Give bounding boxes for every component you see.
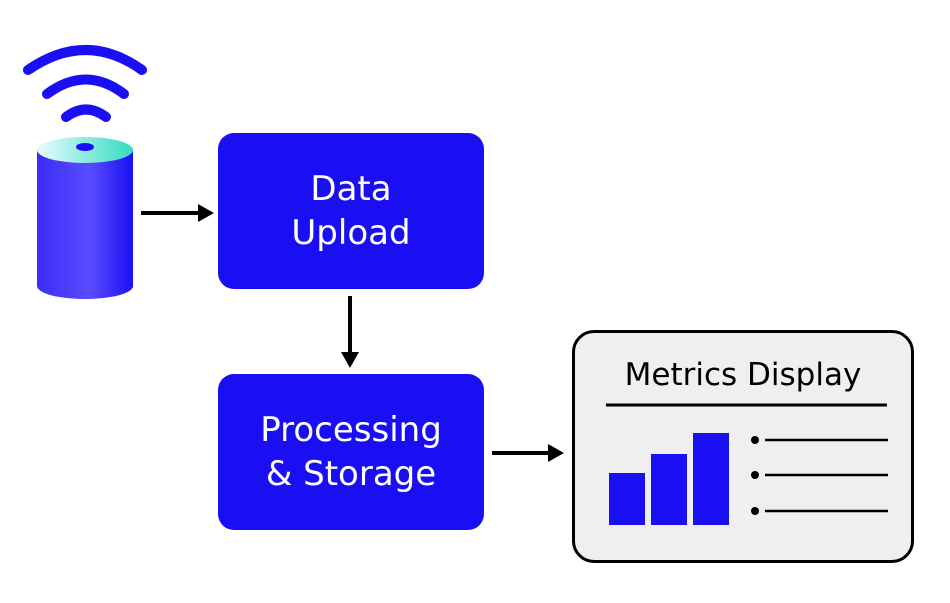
signal-arc-outer xyxy=(23,45,147,75)
list-bullet-1 xyxy=(751,436,759,444)
metrics-display-graphics xyxy=(606,403,888,525)
metrics-display-title: Metrics Display xyxy=(624,357,862,393)
metrics-display-panel: Metrics Display xyxy=(572,330,914,563)
chart-bar-3 xyxy=(693,433,729,525)
chart-bar-1 xyxy=(609,473,645,525)
signal-arc-inner xyxy=(61,104,111,122)
wifi-signal-icon xyxy=(23,45,147,122)
sensor-dot xyxy=(76,143,94,151)
arrow-sensor-to-upload xyxy=(141,204,214,222)
list-bullet-2 xyxy=(751,471,759,479)
data-upload-label-line-2: Upload xyxy=(291,213,411,253)
bullet-list-icon xyxy=(751,436,888,515)
bar-chart-icon xyxy=(609,433,729,525)
processing-label-line-2: & Storage xyxy=(265,454,437,494)
arrow-processing-to-display xyxy=(492,444,564,462)
list-bullet-3 xyxy=(751,507,759,515)
sensor-body xyxy=(37,150,133,299)
data-upload-node: Data Upload xyxy=(218,133,484,289)
arrow-upload-to-processing xyxy=(341,296,359,368)
data-upload-label-line-1: Data xyxy=(310,169,392,209)
processing-storage-node: Processing & Storage xyxy=(218,374,484,530)
processing-label-line-1: Processing xyxy=(260,410,442,450)
signal-arc-middle xyxy=(42,74,129,99)
chart-bar-2 xyxy=(651,454,687,525)
sensor-cylinder-icon xyxy=(37,137,133,299)
